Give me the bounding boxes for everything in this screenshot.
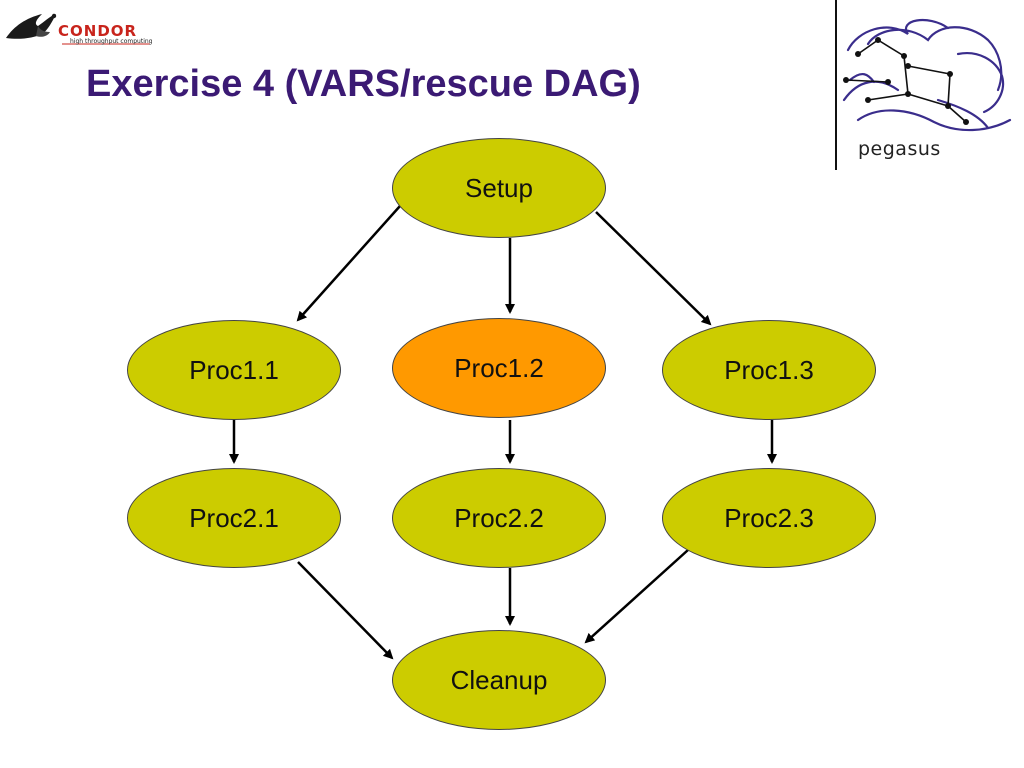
node-proc2-3: Proc2.3 xyxy=(662,468,876,568)
condor-logo-tagline: high throughput computing xyxy=(70,38,153,45)
condor-logo-name: CONDOR xyxy=(58,22,138,40)
edge-setup-proc1-1 xyxy=(296,205,401,322)
node-cleanup: Cleanup xyxy=(392,630,606,730)
node-proc1-3: Proc1.3 xyxy=(662,320,876,420)
pegasus-constellation-icon xyxy=(842,19,1012,132)
node-proc2-2: Proc2.2 xyxy=(392,468,606,568)
edge-proc2-3-cleanup xyxy=(584,549,689,644)
node-setup: Setup xyxy=(392,138,606,238)
node-proc1-2: Proc1.2 xyxy=(392,318,606,418)
node-proc1-1: Proc1.1 xyxy=(127,320,341,420)
logo-divider xyxy=(835,0,837,170)
pegasus-logo xyxy=(838,10,1018,170)
pegasus-logo-name: pegasus xyxy=(858,138,941,160)
slide-title: Exercise 4 (VARS/rescue DAG) xyxy=(86,63,641,105)
edge-proc2-1-cleanup xyxy=(297,561,394,660)
condor-bird-icon xyxy=(6,13,150,45)
condor-logo: CONDOR high throughput computing xyxy=(4,4,154,48)
node-proc2-1: Proc2.1 xyxy=(127,468,341,568)
edge-setup-proc1-3 xyxy=(595,211,712,326)
